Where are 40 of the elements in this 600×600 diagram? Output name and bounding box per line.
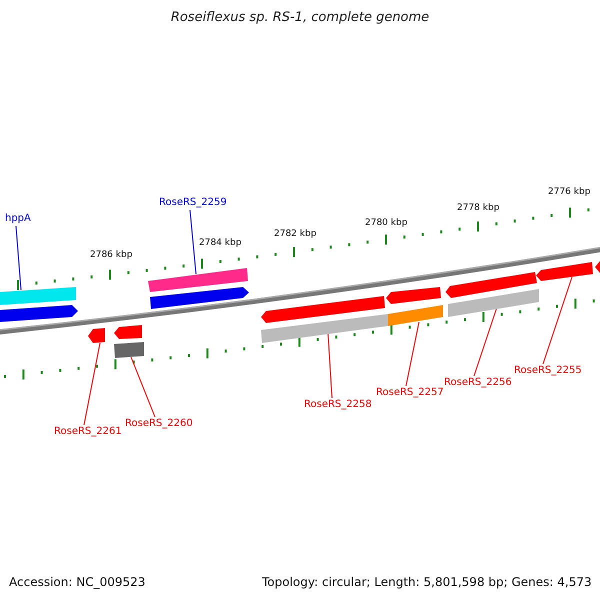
scale-label: 2776 kbp xyxy=(548,188,590,197)
pointed-gene-block xyxy=(446,272,537,298)
gene-bar xyxy=(388,305,443,326)
gene-label: RoseRS_2256 xyxy=(444,378,512,388)
leader-line xyxy=(16,226,22,290)
scale-label: 2784 kbp xyxy=(199,239,242,248)
scale-label: 2778 kbp xyxy=(457,204,500,213)
leader-line xyxy=(542,276,572,364)
scale-label: 2786 kbp xyxy=(90,251,132,260)
gene-label: hppA xyxy=(5,214,31,224)
footer-text: Accession: NC_009523 xyxy=(9,576,146,588)
gene-bar xyxy=(261,314,388,343)
leader-line xyxy=(328,332,332,398)
footer-text: Topology: circular; Length: 5,801,598 bp; Genes: 4,573 xyxy=(262,576,592,588)
pointed-gene-block xyxy=(88,328,105,343)
gene-bar xyxy=(448,289,539,317)
pointed-gene-block xyxy=(595,261,600,273)
gene-bar xyxy=(114,342,144,358)
scale-label: 2782 kbp xyxy=(274,230,316,239)
leader-line xyxy=(130,356,156,418)
pointed-gene-block xyxy=(0,305,78,322)
pointed-gene-block xyxy=(536,262,593,281)
gene-label: RoseRS_2258 xyxy=(304,400,372,410)
title: Roseiflexus sp. RS-1, complete genome xyxy=(170,11,430,24)
pointed-gene-block xyxy=(150,287,249,309)
gene-bar xyxy=(0,287,76,305)
pointed-gene-block xyxy=(386,287,441,304)
leader-line xyxy=(474,306,498,376)
gene-label: RoseRS_2257 xyxy=(376,388,444,398)
leader-line xyxy=(84,342,100,426)
pointed-gene-block xyxy=(114,325,142,339)
gene-label: RoseRS_2260 xyxy=(125,419,193,429)
leader-line xyxy=(190,210,196,274)
gene-label: RoseRS_2259 xyxy=(159,198,227,208)
gene-bar xyxy=(148,268,248,292)
gene-label: RoseRS_2255 xyxy=(514,366,582,376)
leader-line xyxy=(406,322,420,386)
pointed-gene-block xyxy=(261,296,385,323)
scale-label: 2780 kbp xyxy=(365,219,408,228)
gene-label: RoseRS_2261 xyxy=(54,427,122,437)
